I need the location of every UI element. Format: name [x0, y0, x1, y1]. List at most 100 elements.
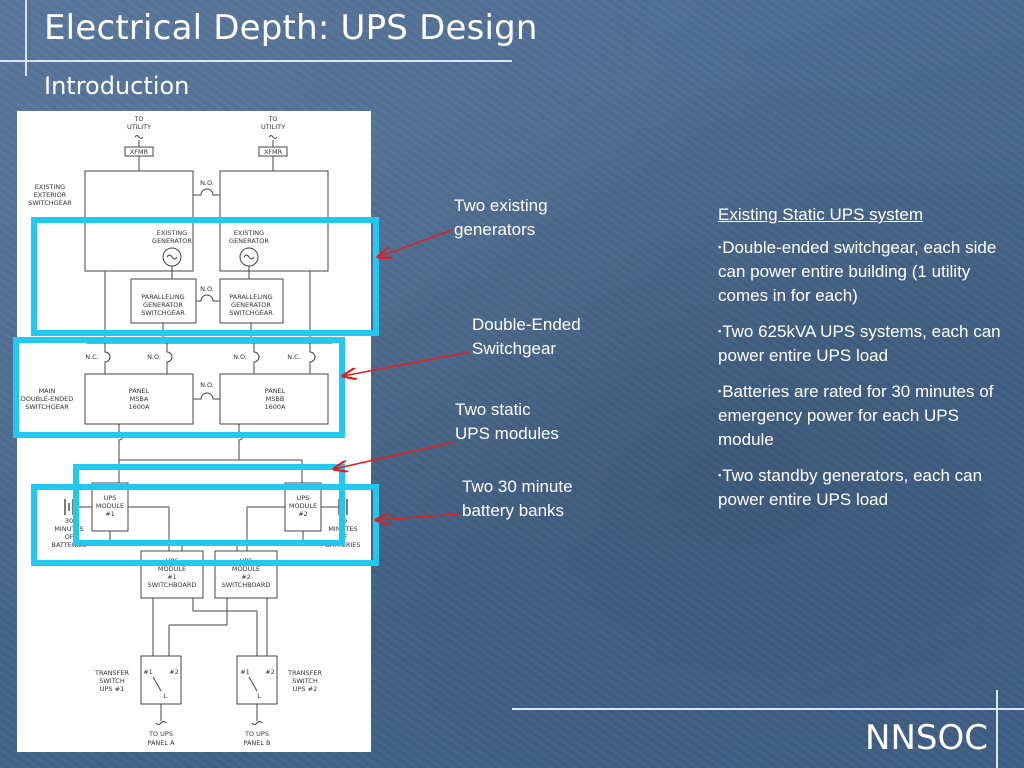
bullet-square-icon: ▪: [718, 242, 722, 252]
exterior-switchgear-label-2: EXTERIOR: [34, 191, 67, 199]
ts1-label-3: UPS #1: [100, 685, 124, 693]
tie-no-gen-label: N.O.: [200, 285, 214, 293]
top-horizontal-rule: [0, 60, 512, 62]
main-switchgear-label-2: DOUBLE-ENDED: [21, 395, 74, 403]
tie-breaker-main: [193, 392, 220, 400]
exterior-switchgear-label-3: SWITCHGEAR: [28, 199, 72, 207]
paralleling-right-label-2: GENERATOR: [231, 301, 271, 309]
sb2-label-3: #2: [241, 573, 251, 581]
slide-subtitle: Introduction: [44, 72, 190, 100]
utility-left-symbol: [134, 135, 144, 139]
ups2-label-2: MODULE: [289, 502, 317, 510]
ups2-label-3: #2: [298, 510, 308, 518]
exterior-switchgear-label-1: EXISTING: [35, 183, 65, 191]
panel-msbb-label-1: PANEL: [265, 387, 286, 395]
bullet-square-icon: ▪: [718, 470, 722, 480]
main-switchgear-label-1: MAIN: [39, 387, 56, 395]
bullet-item: ▪Two standby generators, each can power …: [718, 463, 1014, 512]
battery-left-label-4: BATTERIES: [51, 541, 86, 549]
generator-left-label-1: EXISTING: [157, 229, 187, 237]
callout-battery-banks-line-2: battery banks: [462, 501, 565, 520]
ups2-label-1: UPS: [297, 494, 310, 502]
callout-generators-line-1: Two existing: [454, 196, 548, 215]
paralleling-right-label-1: PARALLELING: [229, 293, 272, 301]
utility-right-label-2: UTILITY: [261, 123, 285, 131]
ts1-inner-1: #1: [143, 668, 153, 676]
output-b-label-2: PANEL B: [243, 739, 270, 747]
sb1-label-3: #1: [167, 573, 177, 581]
output-a-label-2: PANEL A: [147, 739, 175, 747]
switchgear-highlight-box: [13, 337, 345, 438]
one-line-diagram-drawing: TO UTILITY TO UTILITY XFMR XFMR EXISTING…: [21, 115, 361, 747]
paralleling-left-label-1: PARALLELING: [141, 293, 184, 301]
slide-title: Electrical Depth: UPS Design: [44, 8, 538, 48]
ts1-load-label: L: [163, 692, 167, 700]
output-a-symbol: [155, 721, 167, 725]
bottom-horizontal-rule: [512, 708, 1024, 710]
battery-left-label-2: MINUTES: [54, 525, 83, 533]
panel-msba-label-3: 1600A: [129, 403, 151, 411]
generators-highlight-box: [31, 217, 379, 336]
ts2-label-1: TRANSFER: [287, 669, 323, 677]
xfmr-left-label: XFMR: [130, 148, 149, 156]
ts1-label-1: TRANSFER: [94, 669, 130, 677]
bullet-item: ▪Double-ended switchgear, each side can …: [718, 235, 1014, 308]
callout-generators: Two existing generators: [454, 194, 548, 242]
output-b-symbol: [251, 721, 263, 725]
arrow-battery-banks: [376, 514, 461, 520]
output-a-label-1: TO UPS: [148, 730, 173, 738]
ts2-label-2: SWITCH: [292, 677, 318, 685]
main-switchgear-label-3: SWITCHGEAR: [25, 403, 69, 411]
paralleling-left-label-2: GENERATOR: [143, 301, 183, 309]
paralleling-right-label-3: SWITCHGEAR: [229, 309, 273, 317]
ups1-label-1: UPS: [104, 494, 117, 502]
ups-system-description: Existing Static UPS system ▪Double-ended…: [718, 203, 1014, 523]
bullet-item: ▪Two 625kVA UPS systems, each can power …: [718, 319, 1014, 368]
callout-switchgear-line-1: Double-Ended: [472, 315, 581, 334]
tie-no-top-label: N.O.: [200, 179, 214, 187]
callout-battery-banks-line-1: Two 30 minute: [462, 477, 573, 496]
callout-ups-modules-line-2: UPS modules: [455, 424, 559, 443]
utility-right-symbol: [268, 135, 278, 139]
ts2-load-label: L: [257, 692, 261, 700]
sb1-label-2: MODULE: [158, 565, 186, 573]
sb1-label-4: SWITCHBOARD: [148, 581, 197, 589]
nc-right-label: N.C.: [287, 353, 301, 361]
ts2-inner-1: #1: [240, 668, 250, 676]
battery-left-label-3: OF: [65, 533, 74, 541]
tie-breaker-gen: [196, 294, 220, 302]
bottom-right-vertical-rule: [996, 690, 998, 768]
ups2-switchboard-box: [214, 550, 278, 599]
no-right-label: N.O.: [233, 353, 247, 361]
arrow-generators: [378, 229, 453, 257]
panel-msba-label-2: MSBA: [130, 395, 149, 403]
ups-modules-highlight-box: [73, 464, 345, 546]
ts2-inner-2: #2: [265, 668, 275, 676]
ts1-label-2: SWITCH: [99, 677, 125, 685]
ts1-inner-2: #2: [169, 668, 179, 676]
organization-brand: NNSOC: [865, 718, 988, 758]
top-left-vertical-rule: [25, 0, 27, 76]
bullet-square-icon: ▪: [718, 386, 722, 396]
transfer-switch-1-box: [140, 655, 182, 705]
ts2-label-3: UPS #2: [293, 685, 317, 693]
panel-msba-label-1: PANEL: [129, 387, 150, 395]
ups1-label-2: MODULE: [96, 502, 124, 510]
nc-left-label: N.C.: [85, 353, 99, 361]
generator-left-label-2: GENERATOR: [152, 237, 192, 245]
callout-switchgear: Double-Ended Switchgear: [472, 313, 581, 361]
tie-breaker-top: [193, 188, 220, 196]
utility-left-label-1: TO: [133, 115, 143, 123]
sb2-label-2: MODULE: [232, 565, 260, 573]
ups1-label-3: #1: [105, 510, 115, 518]
output-b-label-1: TO UPS: [244, 730, 269, 738]
generator-right-label-2: GENERATOR: [229, 237, 269, 245]
bullet-text: Double-ended switchgear, each side can p…: [718, 238, 997, 305]
utility-right-label-1: TO: [267, 115, 277, 123]
battery-left-label-1: 30: [65, 517, 73, 525]
panel-msbb-label-2: MSBB: [266, 395, 285, 403]
bullet-square-icon: ▪: [718, 326, 722, 336]
tie-no-main-label: N.O.: [200, 381, 214, 389]
callout-switchgear-line-2: Switchgear: [472, 339, 557, 358]
bullet-text: Two 625kVA UPS systems, each can power e…: [718, 322, 1001, 365]
